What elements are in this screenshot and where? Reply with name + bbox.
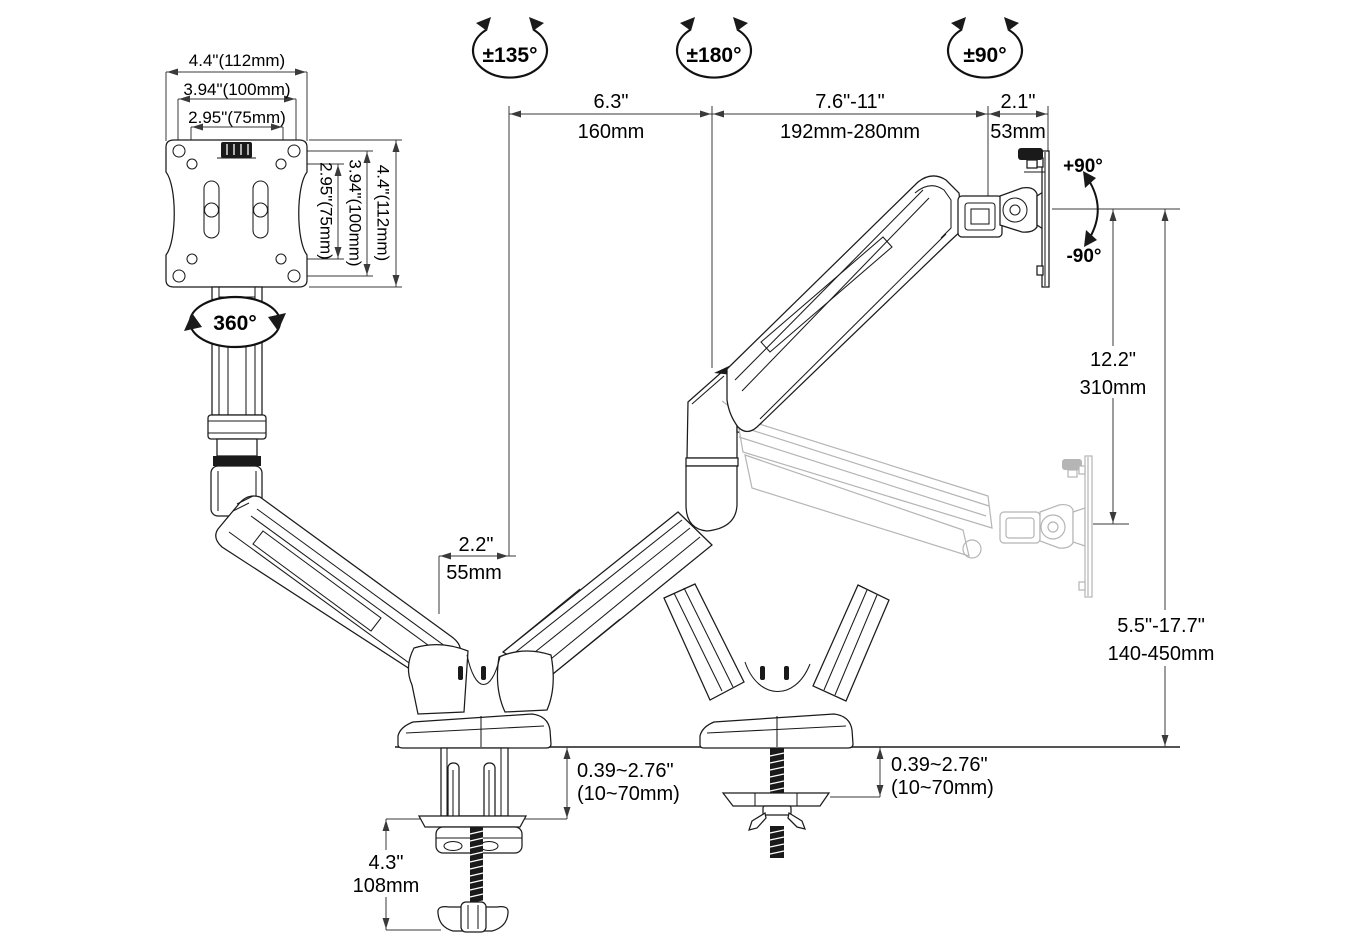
tilt-down-label: -90° (1066, 246, 1101, 267)
base-with-clamp (397, 644, 554, 933)
grommet-washer-plate (721, 792, 831, 807)
vesa-height-100: 3.94"(100mm) (346, 159, 365, 266)
vesa-hole (287, 144, 301, 158)
wing-nut (787, 811, 807, 830)
clamp-height-in: 4.3" (369, 852, 404, 874)
clamp-height-mm: 108mm (353, 875, 420, 897)
quick-release-knob (221, 142, 252, 158)
lowered-arm-ghost (721, 400, 1093, 598)
vesa-hole (287, 269, 301, 283)
arm-width-mm: 55mm (446, 562, 502, 584)
tilt-up-label: +90° (1063, 156, 1103, 177)
rear-arm-reach-in: 6.3" (594, 91, 629, 113)
head-offset-in: 2.1" (1001, 91, 1036, 113)
rotation-arc-icon (946, 29, 1024, 79)
arm-width-in: 2.2" (459, 534, 494, 556)
rotation-badges-top (471, 17, 1099, 247)
lift-travel-in: 12.2" (1090, 349, 1136, 371)
vesa-width-75: 2.95"(75mm) (188, 108, 286, 127)
post-swivel-label: ±180° (687, 44, 742, 67)
vesa-hole (275, 158, 287, 170)
rotation-arc-icon (471, 29, 549, 79)
base-dome (397, 713, 552, 749)
height-range-mm: 140-450mm (1108, 643, 1215, 665)
head-swivel-label: ±90° (963, 44, 1006, 67)
tilt-arc-icon (1087, 178, 1099, 240)
left-arm-assembly (207, 286, 713, 687)
vesa-hole (186, 253, 198, 265)
vesa-width-outer: 4.4"(112mm) (189, 51, 285, 70)
vesa-height-outer: 4.4"(112mm) (374, 165, 393, 261)
clamp-desk-thickness-in: 0.39~2.76" (577, 760, 674, 782)
grommet-desk-thickness-in: 0.39~2.76" (891, 754, 988, 776)
front-lower-arm (215, 495, 462, 687)
quick-release-knob-side (1018, 148, 1043, 160)
tilt-pivot-housing (999, 187, 1038, 233)
vesa-height-75: 2.95"(75mm) (317, 162, 336, 260)
rotation-badge-360: 360° (184, 295, 286, 349)
gas-spring-arm (726, 175, 964, 433)
clamp-desk-thickness-mm: (10~70mm) (577, 783, 680, 805)
vesa-hole (172, 144, 186, 158)
vesa-hole (186, 158, 198, 170)
lift-travel-mm: 310mm (1080, 377, 1147, 399)
raised-arm-sideview (726, 148, 1050, 433)
height-range-in: 5.5"-17.7" (1117, 615, 1205, 637)
rotation-360-label: 360° (213, 312, 256, 335)
vesa-width-100: 3.94"(100mm) (183, 80, 290, 99)
wing-nut (748, 811, 767, 831)
base-with-grommet (663, 583, 890, 858)
front-arm-reach-mm: 192mm-280mm (780, 121, 920, 143)
rear-arm-reach-mm: 160mm (578, 121, 645, 143)
dimension-labels: ±135° ±180° ±90° +90° -90° 4.4"(112mm) 3… (183, 44, 1214, 897)
front-arm-reach-in: 7.6"-11" (815, 91, 884, 113)
head-offset-mm: 53mm (990, 121, 1046, 143)
grommet-desk-thickness-mm: (10~70mm) (891, 777, 994, 799)
vesa-hole (172, 269, 186, 283)
vesa-hole (275, 253, 287, 265)
rotation-arc-icon (675, 29, 753, 79)
grommet-bolt (770, 748, 784, 794)
elbow-swivel-label: ±135° (483, 44, 538, 67)
vesa-plate-front-view (165, 139, 308, 288)
